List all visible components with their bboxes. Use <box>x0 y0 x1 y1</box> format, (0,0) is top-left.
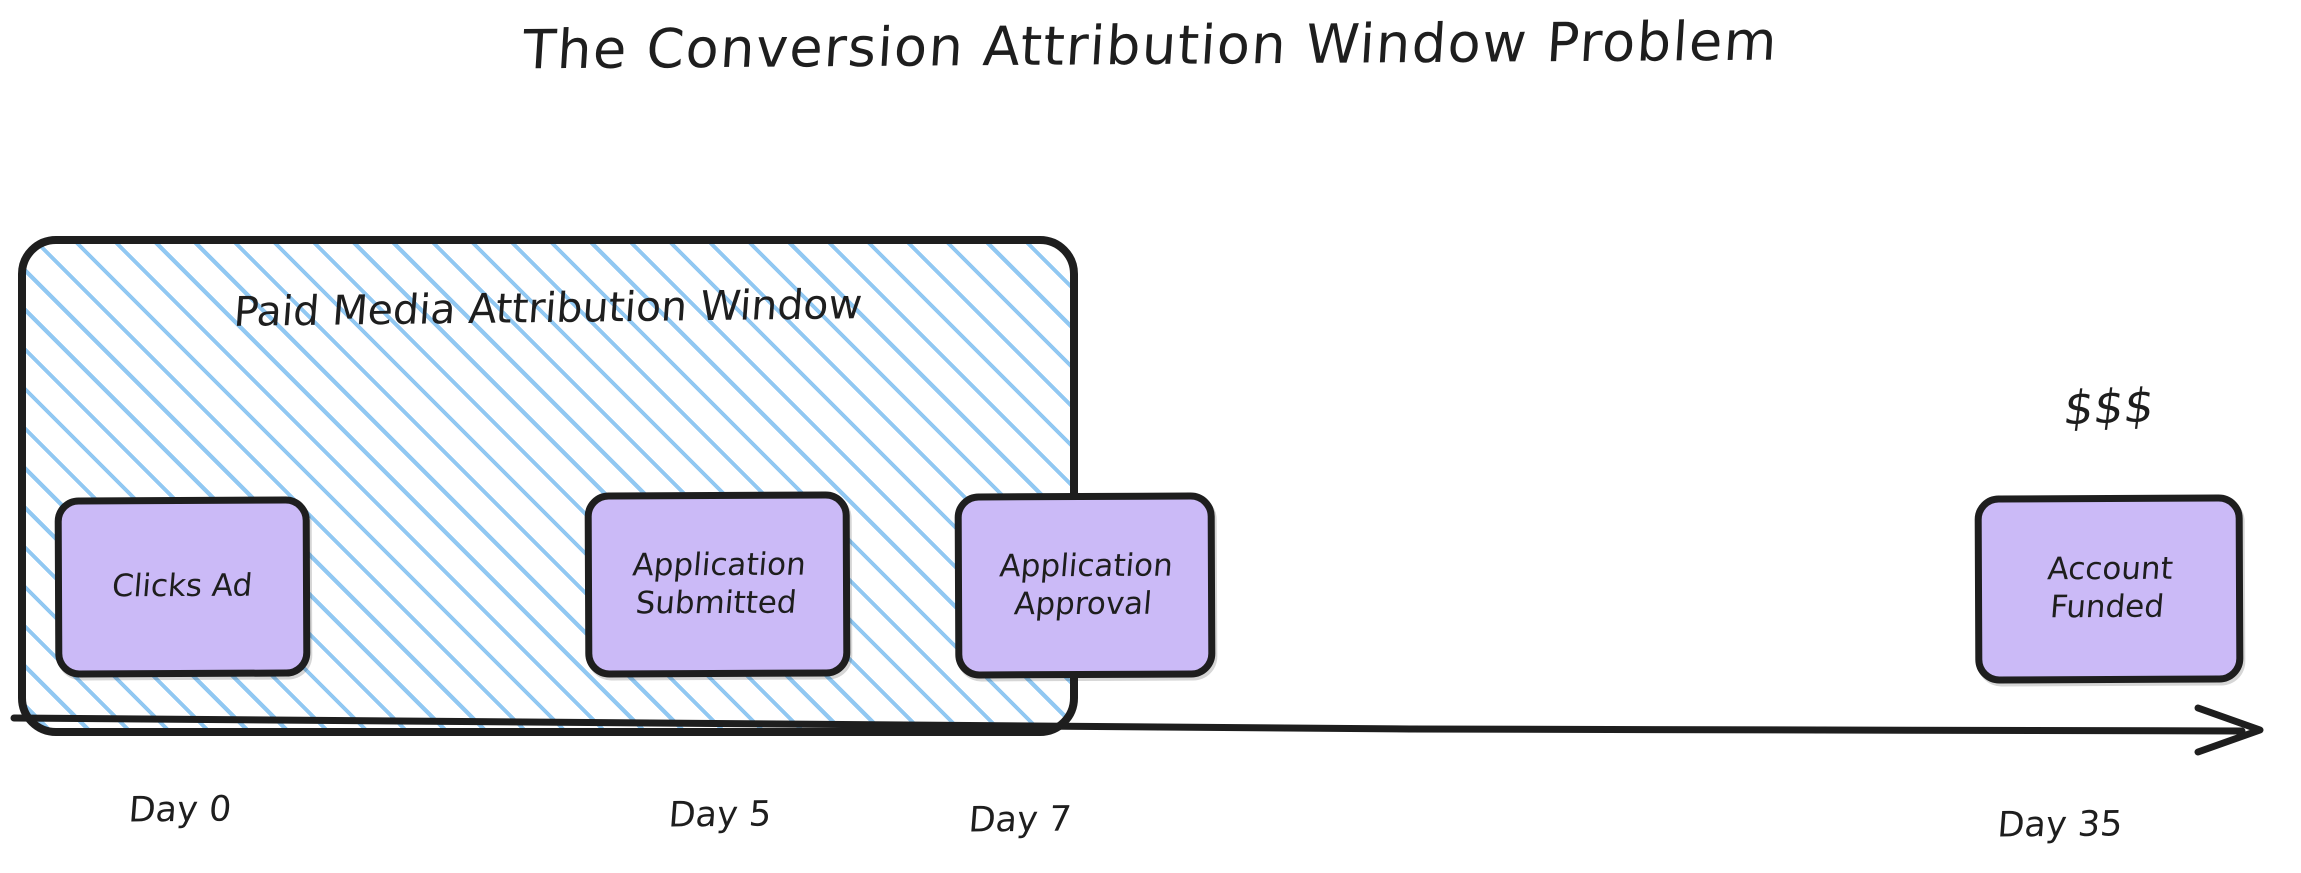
timeline-line <box>10 714 2246 735</box>
timeline-arrowhead <box>2194 704 2264 756</box>
node-application-approval-label: Application Approval <box>998 547 1175 622</box>
node-application-approval[interactable]: Application Approval <box>954 492 1216 679</box>
timeline-tick-day-35: Day 35 <box>1995 804 2125 846</box>
node-account-funded[interactable]: Account Funded <box>1974 494 2244 684</box>
node-application-submitted[interactable]: Application Submitted <box>584 491 851 678</box>
page-title: The Conversion Attribution Window Proble… <box>520 9 1781 82</box>
timeline-tick-day-7: Day 7 <box>967 799 1073 841</box>
node-account-funded-label: Account Funded <box>2046 550 2175 626</box>
money-annotation: $$$ <box>2060 378 2158 437</box>
node-clicks-ad[interactable]: Clicks Ad <box>54 496 311 678</box>
timeline-tick-day-5: Day 5 <box>667 794 773 836</box>
node-clicks-ad-label: Clicks Ad <box>110 567 255 605</box>
node-application-submitted-label: Application Submitted <box>631 546 808 621</box>
attribution-window-label: Paid Media Attribution Window <box>232 280 864 336</box>
timeline-tick-day-0: Day 0 <box>127 789 233 831</box>
timeline-axis <box>10 704 2264 756</box>
